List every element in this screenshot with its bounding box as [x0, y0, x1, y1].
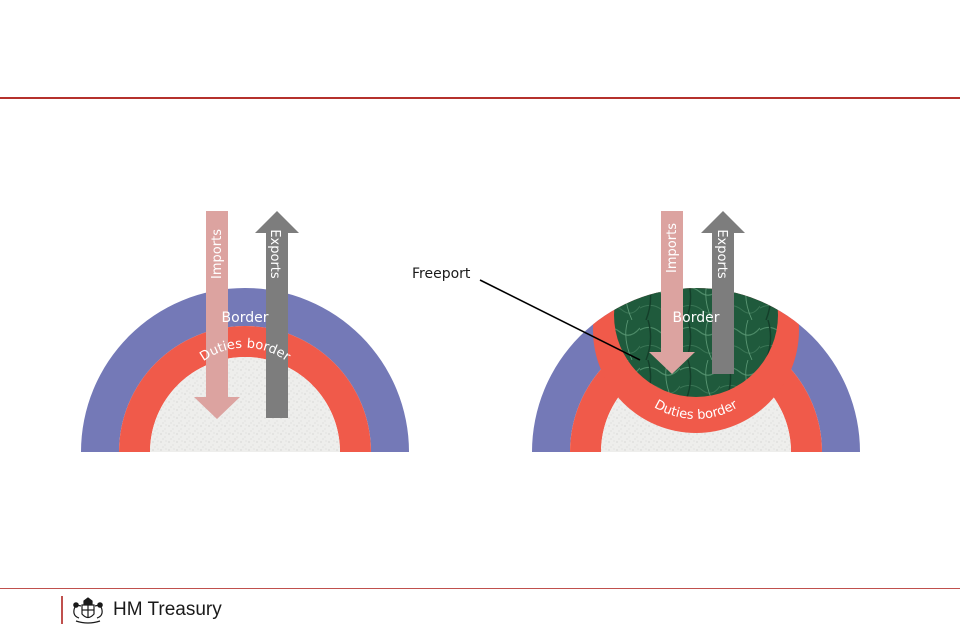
imports-arrow — [649, 211, 695, 374]
exports-arrow — [255, 211, 299, 418]
right-diagram: Imports Exports Border Duties border Fre… — [412, 211, 860, 452]
organisation-name: HM Treasury — [113, 599, 222, 620]
exports-arrow — [701, 211, 745, 374]
imports-label: Imports — [665, 223, 680, 273]
freeport-pointer-line — [479, 279, 641, 361]
footer-divider — [0, 588, 960, 589]
interior-area — [150, 357, 340, 452]
border-ring — [81, 288, 409, 452]
left-diagram: Imports Exports Border Duties border — [81, 211, 409, 452]
exports-label: Exports — [267, 229, 282, 279]
footer-accent-bar — [61, 596, 63, 624]
exports-label: Exports — [714, 229, 729, 279]
header-divider — [0, 97, 960, 99]
imports-arrow — [194, 211, 240, 419]
border-label: Border — [222, 310, 269, 326]
duties-border-ring — [119, 326, 371, 452]
royal-coat-of-arms-icon — [73, 597, 103, 624]
imports-label: Imports — [210, 229, 225, 279]
border-label: Border — [673, 310, 720, 326]
freeport-label: Freeport — [412, 266, 471, 282]
